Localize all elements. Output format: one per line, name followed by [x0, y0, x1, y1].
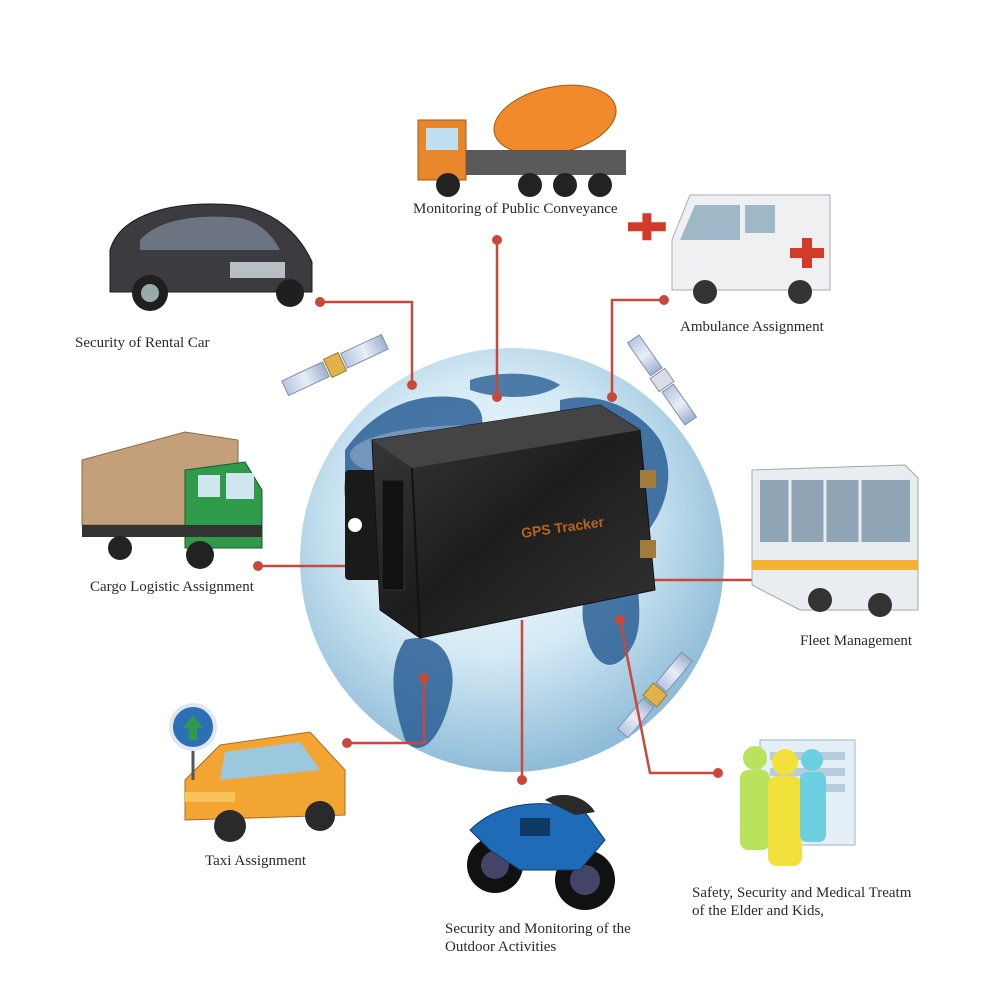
- label-elder-kids-line-1: Safety, Security and Medical Treatm: [692, 885, 912, 901]
- label-outdoor-line-1: Security and Monitoring of the: [445, 921, 631, 937]
- connector-taxi: [347, 678, 426, 745]
- connector-lines: [258, 240, 790, 780]
- gps-tracker-device: GPS Tracker: [345, 404, 656, 639]
- label-rental-car: Security of Rental Car: [75, 335, 210, 351]
- label-fleet: Fleet Management: [800, 633, 913, 649]
- ambulance-icon: [628, 194, 831, 304]
- connector-rental-car: [320, 300, 414, 385]
- label-elder-kids: Safety, Security and Medical Treatm of t…: [692, 884, 911, 920]
- cement-mixer-truck-icon: [417, 84, 626, 197]
- label-outdoor: Security and Monitoring of the Outdoor A…: [445, 920, 631, 956]
- motorcycle-icon: [467, 794, 615, 910]
- label-taxi: Taxi Assignment: [205, 853, 307, 869]
- satellite-icon: [281, 333, 389, 397]
- cargo-truck-icon: [81, 431, 263, 569]
- label-elder-kids-line-2: of the Elder and Kids,: [692, 903, 825, 919]
- car-icon: [109, 203, 313, 311]
- continent-greenland: [470, 373, 560, 397]
- satellite-icon: [626, 334, 698, 426]
- people-building-icon: [740, 739, 856, 866]
- label-ambulance: Ambulance Assignment: [680, 319, 824, 335]
- satellite-icon: [616, 651, 694, 739]
- bus-icon: [751, 464, 919, 617]
- connector-ambulance: [610, 298, 664, 397]
- label-public-conveyance: Monitoring of Public Conveyance: [413, 201, 618, 217]
- label-outdoor-line-2: Outdoor Activities: [445, 939, 557, 955]
- label-cargo: Cargo Logistic Assignment: [90, 579, 254, 595]
- taxi-icon: [169, 703, 346, 842]
- connector-elder-kids: [618, 619, 718, 775]
